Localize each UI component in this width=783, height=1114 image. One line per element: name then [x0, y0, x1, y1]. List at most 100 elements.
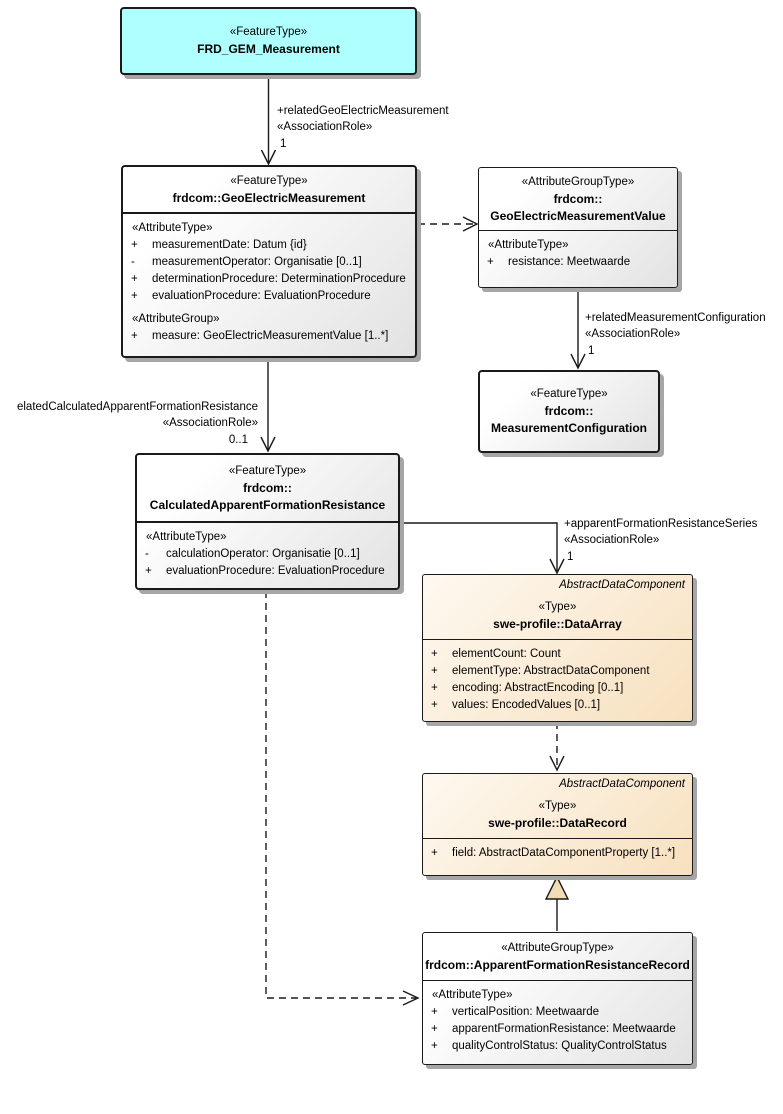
- attribute-text: measurementDate: Datum {id}: [152, 239, 307, 251]
- attribute-row[interactable]: + field: AbstractDataComponentProperty […: [423, 845, 692, 862]
- class-name-line1: frdcom::: [544, 404, 594, 418]
- attributes-compartment: «AttributeType» + verticalPosition: Meet…: [423, 980, 692, 1055]
- visibility-marker: +: [431, 665, 438, 677]
- class-name: swe-profile::DataArray: [493, 617, 622, 631]
- association-line-calculated-dataarray[interactable]: [400, 522, 558, 571]
- attribute-text: encoding: AbstractEncoding [0..1]: [452, 682, 624, 694]
- class-name: frdcom::ApparentFormationResistanceRecor…: [425, 957, 690, 972]
- attribute-text: qualityControlStatus: QualityControlStat…: [452, 1040, 667, 1052]
- attribute-row[interactable]: + evaluationProcedure: EvaluationProcedu…: [123, 288, 415, 305]
- visibility-marker: +: [487, 256, 494, 268]
- class-frd-gem-measurement[interactable]: «FeatureType» FRD_GEM_Measurement: [120, 7, 417, 75]
- attribute-list: + measure: GeoElectricMeasurementValue […: [123, 328, 415, 345]
- attribute-row[interactable]: + measure: GeoElectricMeasurementValue […: [123, 328, 415, 345]
- attribute-type-heading: «AttributeType»: [432, 989, 513, 1001]
- attribute-row[interactable]: - measurementOperator: Organisatie [0..1…: [123, 254, 415, 271]
- class-geo-electric-measurement-value[interactable]: «AttributeGroupType» frdcom:: GeoElectri…: [478, 167, 678, 288]
- multiplicity-label: 1: [588, 344, 595, 357]
- multiplicity-label: 1: [280, 137, 287, 150]
- class-name-line2: CalculatedApparentFormationResistance: [149, 497, 386, 512]
- attribute-text: calculationOperator: Organisatie [0..1]: [166, 548, 360, 560]
- class-name-line2: GeoElectricMeasurementValue: [490, 208, 666, 223]
- generalization-triangle-icon: [544, 875, 570, 900]
- class-name: frdcom::GeoElectricMeasurement: [172, 190, 366, 205]
- class-header: «FeatureType» frdcom:: CalculatedApparen…: [137, 455, 398, 521]
- visibility-marker: -: [145, 548, 149, 560]
- class-calculated-apparent-formation-resistance[interactable]: «FeatureType» frdcom:: CalculatedApparen…: [135, 453, 400, 590]
- class-header: «Type» swe-profile::DataRecord: [423, 792, 692, 838]
- multiplicity-label: 0..1: [228, 433, 248, 446]
- attribute-list: + verticalPosition: Meetwaarde + apparen…: [423, 1004, 692, 1055]
- class-name: FRD_GEM_Measurement: [197, 42, 340, 56]
- stereotype-label: «Type»: [538, 800, 577, 812]
- attribute-text: evaluationProcedure: EvaluationProcedure: [166, 565, 385, 577]
- class-data-record[interactable]: AbstractDataComponent «Type» swe-profile…: [422, 773, 693, 876]
- attribute-text: verticalPosition: Meetwaarde: [452, 1006, 600, 1018]
- attribute-row[interactable]: + determinationProcedure: DeterminationP…: [123, 271, 415, 288]
- visibility-marker: +: [431, 682, 438, 694]
- visibility-marker: +: [145, 565, 152, 577]
- attributes-compartment: + field: AbstractDataComponentProperty […: [423, 838, 692, 862]
- class-data-array[interactable]: AbstractDataComponent «Type» swe-profile…: [422, 574, 693, 722]
- attribute-row[interactable]: + apparentFormationResistance: Meetwaard…: [423, 1021, 692, 1038]
- role-label: +relatedMeasurementConfiguration: [585, 312, 766, 324]
- class-header: «FeatureType» frdcom:: MeasurementConfig…: [480, 372, 658, 451]
- class-header: «FeatureType» FRD_GEM_Measurement: [122, 9, 415, 73]
- attribute-type-heading: «AttributeType»: [488, 239, 569, 251]
- attribute-row[interactable]: + evaluationProcedure: EvaluationProcedu…: [137, 563, 398, 580]
- attribute-row[interactable]: + verticalPosition: Meetwaarde: [423, 1004, 692, 1021]
- class-name: swe-profile::DataRecord: [488, 816, 627, 830]
- open-arrowhead-icon: [549, 558, 565, 575]
- attribute-row[interactable]: + values: EncodedValues [0..1]: [423, 697, 692, 714]
- attribute-type-heading: «AttributeType»: [146, 531, 227, 543]
- attributes-compartment: «AttributeType» - calculationOperator: O…: [137, 521, 398, 580]
- attribute-text: determinationProcedure: DeterminationPro…: [152, 273, 406, 285]
- class-header: «AttributeGroupType» frdcom::ApparentFor…: [423, 933, 692, 980]
- open-arrowhead-icon: [402, 990, 420, 1006]
- connector-label-related-measurement-configuration: +relatedMeasurementConfiguration «Associ…: [585, 310, 766, 359]
- visibility-marker: +: [131, 290, 138, 302]
- attribute-row[interactable]: + qualityControlStatus: QualityControlSt…: [423, 1038, 692, 1055]
- connector-label-related-calculated-afr: elatedCalculatedApparentFormationResista…: [0, 399, 258, 448]
- class-measurement-configuration[interactable]: «FeatureType» frdcom:: MeasurementConfig…: [478, 370, 660, 453]
- attribute-text: elementType: AbstractDataComponent: [452, 665, 650, 677]
- stereotype-label: «AssociationRole»: [277, 121, 373, 134]
- connector-label-apparent-formation-resistance-series: +apparentFormationResistanceSeries «Asso…: [564, 516, 757, 565]
- attribute-row[interactable]: + encoding: AbstractEncoding [0..1]: [423, 680, 692, 697]
- role-label: elatedCalculatedApparentFormationResista…: [16, 401, 258, 413]
- visibility-marker: +: [131, 330, 138, 342]
- attribute-text: apparentFormationResistance: Meetwaarde: [452, 1023, 676, 1035]
- stereotype-label: «AssociationRole»: [585, 328, 681, 341]
- role-label: +apparentFormationResistanceSeries: [564, 518, 758, 530]
- parent-type-label: AbstractDataComponent: [559, 579, 685, 591]
- class-name-line2: MeasurementConfiguration: [490, 421, 647, 435]
- attribute-row[interactable]: + elementCount: Count: [423, 646, 692, 663]
- class-header: «FeatureType» frdcom::GeoElectricMeasure…: [123, 167, 415, 212]
- attribute-list: - calculationOperator: Organisatie [0..1…: [137, 546, 398, 580]
- open-arrowhead-icon: [260, 436, 276, 453]
- attribute-list: + elementCount: Count + elementType: Abs…: [423, 646, 692, 714]
- attributes-compartment: «AttributeType» + resistance: Meetwaarde: [479, 230, 677, 271]
- stereotype-label: «Type»: [538, 601, 577, 613]
- class-geo-electric-measurement[interactable]: «FeatureType» frdcom::GeoElectricMeasure…: [121, 165, 417, 358]
- attribute-list: + measurementDate: Datum {id} - measurem…: [123, 237, 415, 305]
- attribute-row[interactable]: + elementType: AbstractDataComponent: [423, 663, 692, 680]
- attribute-type-heading: «AttributeType»: [132, 222, 213, 234]
- parent-type-label: AbstractDataComponent: [559, 778, 685, 790]
- attribute-text: measurementOperator: Organisatie [0..1]: [152, 256, 362, 268]
- visibility-marker: +: [131, 273, 138, 285]
- attribute-row[interactable]: - calculationOperator: Organisatie [0..1…: [137, 546, 398, 563]
- stereotype-label: «AttributeGroupType»: [501, 941, 614, 954]
- class-apparent-formation-resistance-record[interactable]: «AttributeGroupType» frdcom::ApparentFor…: [422, 932, 693, 1065]
- dependency-line-calculated-afrrecord[interactable]: [265, 591, 416, 999]
- attribute-text: field: AbstractDataComponentProperty [1.…: [452, 847, 676, 859]
- attribute-row[interactable]: + resistance: Meetwaarde: [479, 254, 677, 271]
- visibility-marker: +: [431, 699, 438, 711]
- stereotype-label: «AttributeGroupType»: [521, 175, 635, 188]
- visibility-marker: +: [431, 1040, 438, 1052]
- attribute-row[interactable]: + measurementDate: Datum {id}: [123, 237, 415, 254]
- open-arrowhead-icon: [549, 755, 565, 772]
- attributes-compartment: + elementCount: Count + elementType: Abs…: [423, 639, 692, 714]
